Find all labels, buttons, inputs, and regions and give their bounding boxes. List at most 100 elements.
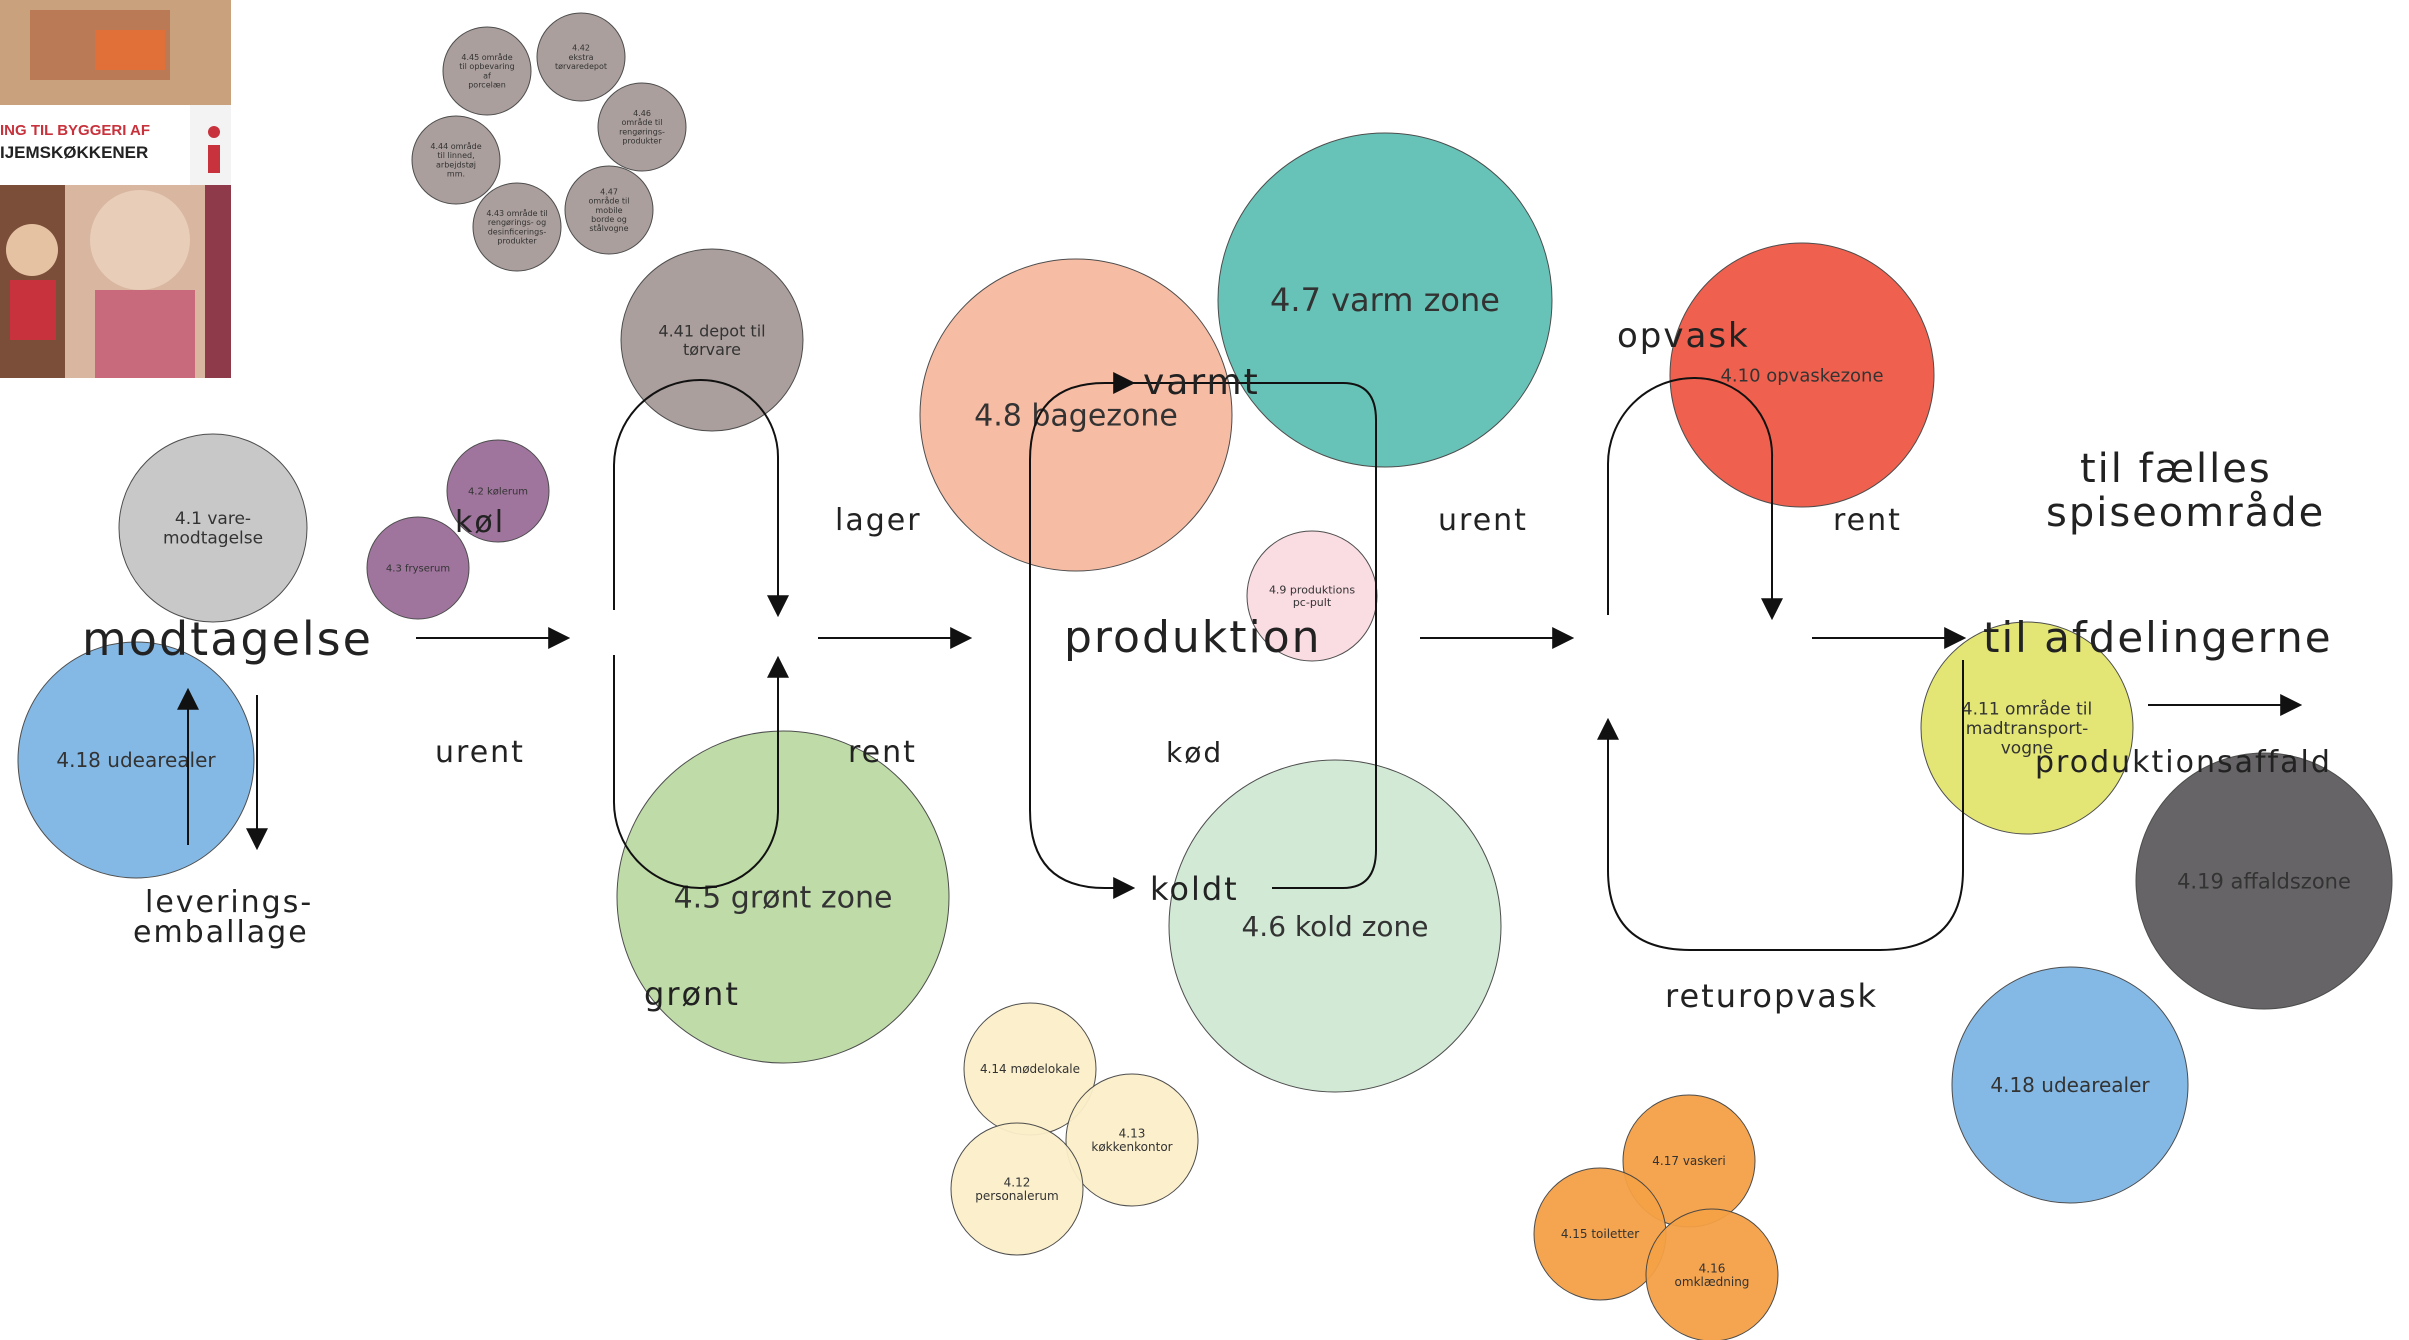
zone-label: 4.45 Område <box>461 52 512 62</box>
zone-circle <box>1065 1073 1199 1207</box>
label-modtagelse: Modtagelse <box>82 612 373 666</box>
zone-label: 4.12 <box>1004 1175 1031 1189</box>
loop-gront <box>612 655 789 890</box>
zone-bubble: 4.2 Kølerum <box>446 439 550 543</box>
label-spise-1: Til fælles <box>2080 446 2272 492</box>
zone-bubble: 4.5 Grønt zone <box>616 730 950 1064</box>
zone-circle <box>1951 966 2189 1204</box>
zone-bubble: 4.19 Affaldszone <box>2135 752 2393 1010</box>
label-gront: Grønt <box>644 975 740 1013</box>
zone-label: tørvare <box>683 340 741 359</box>
cover-title-line1: ING TIL BYGGERI AF <box>0 122 150 139</box>
zone-label: 4.42 <box>572 44 590 53</box>
zone-circle <box>118 433 308 623</box>
zone-label: 4.11 område til <box>1962 698 2092 719</box>
zone-label: 4.41 depot til <box>658 321 765 340</box>
label-afdelingerne: Til afdelingerne <box>1983 613 2333 662</box>
zone-label: af <box>483 71 491 80</box>
zone-circle <box>411 115 501 205</box>
label-varmt: Varmt <box>1143 362 1260 403</box>
zone-circle <box>2135 752 2393 1010</box>
zone-circle <box>1669 242 1935 508</box>
zone-label: ekstra <box>568 53 593 62</box>
zone-label: 4.7 Varm zone <box>1270 281 1500 319</box>
loop-production-split <box>1029 382 1270 899</box>
zone-label: 4.47 <box>600 187 618 196</box>
logo-icon <box>208 126 220 138</box>
zone-label: rengørings- og <box>488 218 546 227</box>
zone-label: 4.18 Udearealer <box>1990 1073 2150 1097</box>
zone-label: 4.18 Udearealer <box>56 748 216 772</box>
zone-label: modtagelse <box>163 529 263 549</box>
zone-label: rengørings- <box>619 127 665 136</box>
loop-returopvask <box>1597 660 1964 951</box>
zone-label: 4.46 <box>633 109 651 118</box>
zone-label: desinficerings- <box>488 227 547 236</box>
label-leverings-1: Leverings- <box>145 885 313 920</box>
zone-circle <box>472 182 562 272</box>
zone-label: 4.2 Kølerum <box>468 487 528 498</box>
zone-bubble: 4.8 Bagezone <box>919 258 1233 572</box>
zone-label: til opbevaring <box>459 62 514 71</box>
zone-label: 4.16 <box>1699 1261 1726 1275</box>
label-kod: Kød <box>1166 736 1223 769</box>
cover-title-line2: IJEMSKØKKENER <box>0 143 148 162</box>
zone-circle <box>366 516 470 620</box>
zone-bubble: 4.1 Vare-modtagelse <box>118 433 308 623</box>
zone-circle <box>620 248 804 432</box>
zone-label: 4.8 Bagezone <box>974 399 1178 434</box>
zone-label: Omklædning <box>1675 1275 1750 1289</box>
label-rent-right: rent <box>1833 503 1902 538</box>
zone-label: pc-pult <box>1293 596 1332 609</box>
zone-label: stålvogne <box>589 223 628 233</box>
zone-bubble: 4.17 Vaskeri <box>1622 1094 1756 1228</box>
zone-label: mm. <box>447 170 465 179</box>
zone-circle <box>442 26 532 116</box>
brochure-cover-image: ING TIL BYGGERI AF IJEMSKØKKENER <box>0 0 231 378</box>
zone-circle <box>564 165 654 255</box>
zone-bubble: 4.16Omklædning <box>1645 1208 1779 1340</box>
zone-circle <box>446 439 550 543</box>
zone-bubble: 4.13Køkkenkontor <box>1065 1073 1199 1207</box>
zone-bubble: 4.10 Opvaskezone <box>1669 242 1935 508</box>
zone-label: 4.5 Grønt zone <box>674 881 893 916</box>
zone-label: borde og <box>591 215 627 224</box>
label-leverings-2: emballage <box>133 915 309 950</box>
zone-label: 4.13 <box>1119 1126 1146 1140</box>
zone-label: mobile <box>595 206 622 215</box>
zone-bubble: 4.3 Fryserum <box>366 516 470 620</box>
zone-label: madtransport- <box>1966 719 2088 739</box>
zone-bubble: 4.7 Varm zone <box>1217 132 1553 468</box>
zone-label: 4.3 Fryserum <box>386 564 450 575</box>
loop-depot <box>613 378 789 618</box>
zone-label: produkter <box>497 237 537 246</box>
zone-label: personalerum <box>975 1189 1058 1203</box>
zone-circle <box>616 730 950 1064</box>
zone-circle <box>950 1122 1084 1256</box>
label-spise-2: spiseområde <box>2046 490 2325 536</box>
loop-opvask <box>1606 376 1783 621</box>
zone-label: til linned, <box>437 151 474 160</box>
zone-label: produkter <box>622 137 662 146</box>
label-koldt: Koldt <box>1150 870 1239 908</box>
zone-label: Køkkenkontor <box>1091 1140 1172 1154</box>
zone-circle <box>919 258 1233 572</box>
label-returopvask: Returopvask <box>1665 977 1878 1015</box>
zone-circle <box>1645 1208 1779 1340</box>
zone-label: tørvaredepot <box>555 62 607 71</box>
zone-label: 4.15 Toiletter <box>1561 1227 1639 1241</box>
flow-labels: Modtagelse Urent rent Leverings- emballa… <box>82 316 2333 1015</box>
zone-label: 4.9 produktions <box>1269 584 1355 597</box>
zone-label: 4.17 Vaskeri <box>1652 1154 1725 1168</box>
zone-circle <box>1920 621 2134 835</box>
zone-label: 4.14 Mødelokale <box>980 1062 1080 1076</box>
zone-bubble: 4.15 Toiletter <box>1533 1167 1667 1301</box>
